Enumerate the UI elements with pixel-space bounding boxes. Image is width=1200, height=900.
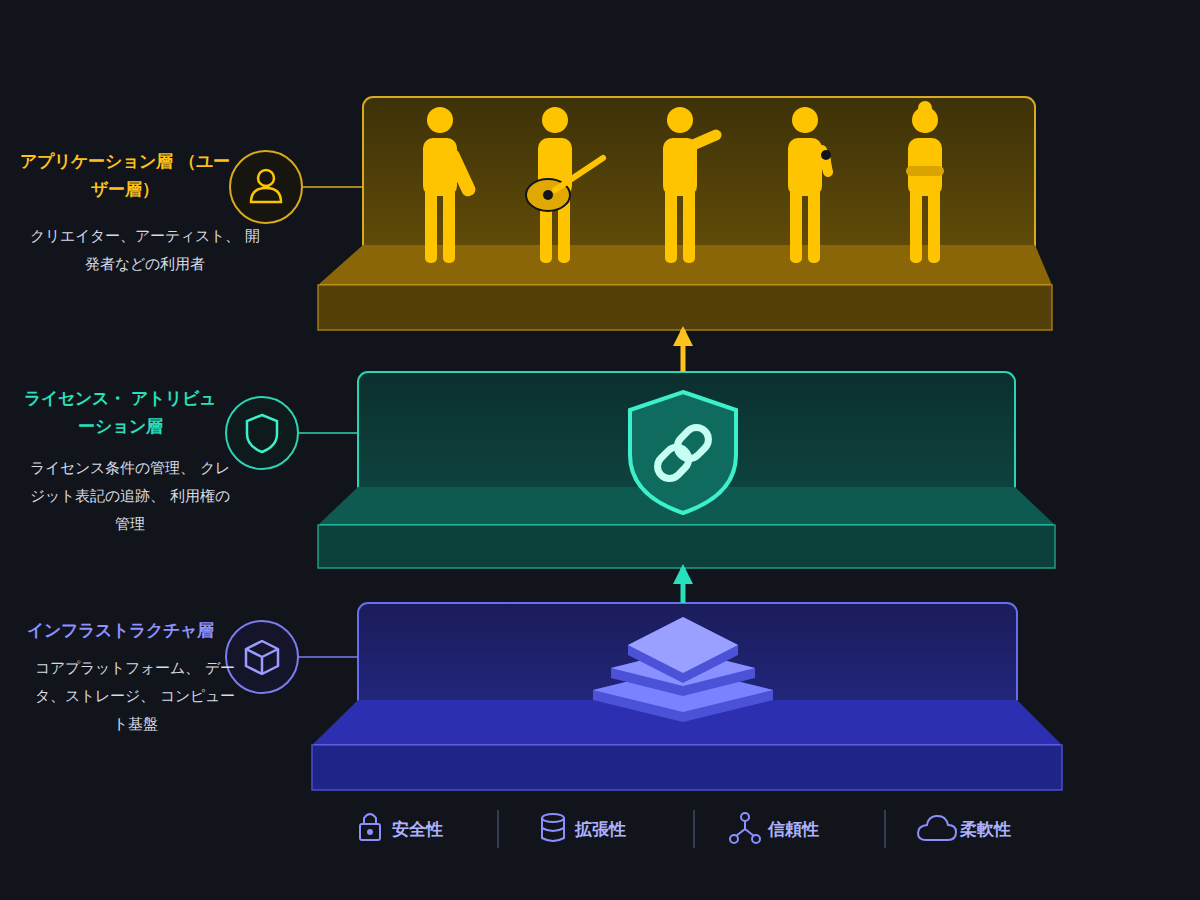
shield-link-icon [630,392,736,513]
layer-platform: アプリケーション層 （ユーザー層） クリエイター、アーティスト、 開発者などの利用… [20,97,1052,330]
property-icons [360,810,956,848]
layer-title: インフラストラクチャ層 [15,616,225,644]
property-label: 柔軟性 [960,817,1011,841]
layer-arrow [681,330,686,372]
layer-description: クリエイター、アーティスト、 開発者などの利用者 [25,222,265,278]
infrastructure-platform [312,603,1062,790]
property-label: 拡張性 [575,817,626,841]
license-platform [318,372,1055,568]
layer-title: ライセンス・ アトリビューション層 [20,384,220,440]
property-label: 信頼性 [768,817,819,841]
layer-description: コアプラットフォーム、 データ、ストレージ、 コンピュート基盤 [35,654,235,738]
property-label: 安全性 [392,817,443,841]
application-platform [318,97,1052,330]
stack-icon [593,617,773,722]
layer-platform: ライセンス・ アトリビューション層ライセンス条件の管理、 クレジット表記の追跡、… [20,372,1055,568]
layer-arrow [681,568,686,603]
layer-platform: インフラストラクチャ層コアプラットフォーム、 データ、ストレージ、 コンピュート… [20,603,1062,790]
layer-title: アプリケーション層 （ユーザー層） [20,147,230,203]
user-figures [423,101,944,263]
layer-description: ライセンス条件の管理、 クレジット表記の追跡、 利用権の管理 [30,454,230,538]
layer-icons [226,151,363,693]
